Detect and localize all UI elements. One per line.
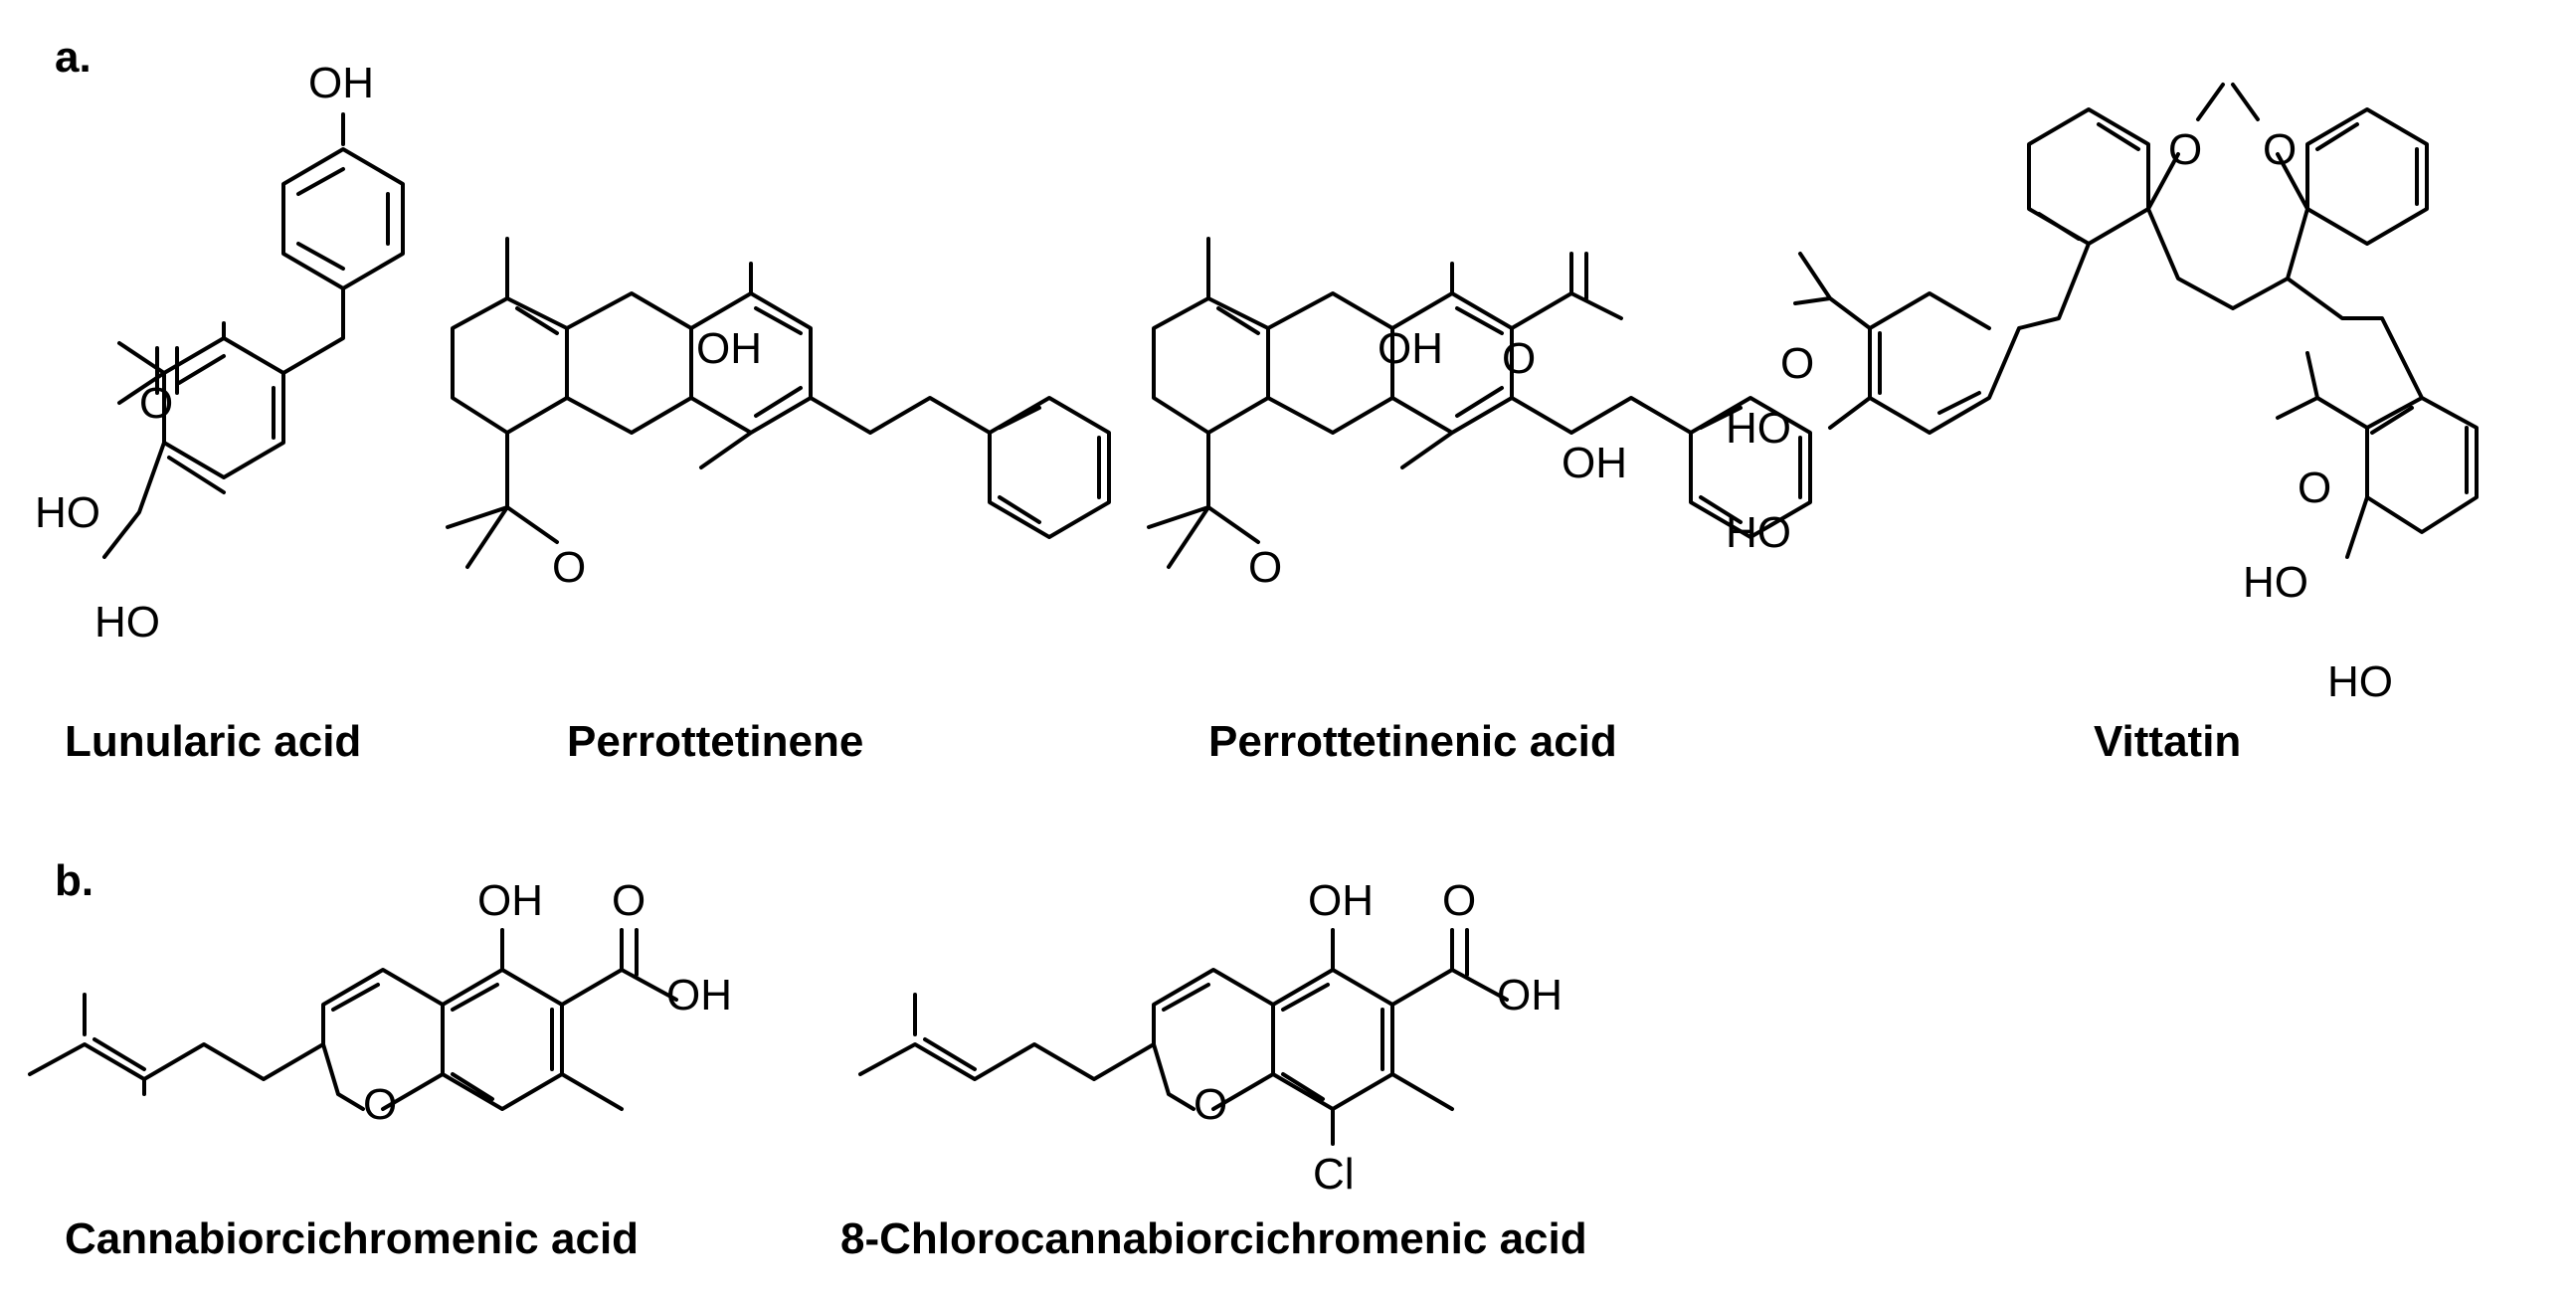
caption-perrottetinene: Perrottetinene: [567, 717, 863, 766]
caption-perrottetinenic-acid: Perrottetinenic acid: [1208, 717, 1617, 766]
chlorocannabiorcichromenic-acid-structure: OH O OH O Cl 8-Chlorocannabiorcichromeni…: [840, 876, 1587, 1263]
vittatin-carbonyl-o-left: O: [1780, 339, 1814, 388]
vittatin-o-left: O: [2168, 125, 2202, 174]
vittatin-o-right: O: [2263, 125, 2297, 174]
chloro-cbcra-phenol-oh: OH: [1308, 876, 1374, 925]
perrottetinene-ring-o: O: [552, 543, 586, 592]
perrottetinene-oh: OH: [696, 324, 762, 373]
chloro-cbcra-cl: Cl: [1313, 1150, 1355, 1199]
cannabiorcichromenic-acid-structure: OH O OH O Cannabiorcichromenic acid: [28, 876, 732, 1263]
caption-lunularic-acid: Lunularic acid: [65, 717, 361, 766]
cbcra-ring-o: O: [363, 1080, 397, 1129]
lunularic-oh-top: OH: [308, 59, 374, 107]
vittatin-carbonyl-o-right: O: [2298, 463, 2331, 512]
vittatin-structure: O O HO O HO O HO HO Vittatin: [1726, 83, 2479, 766]
cbcra-carbonyl-o: O: [612, 876, 645, 925]
panel-label-a: a.: [55, 33, 92, 82]
lunularic-carboxyl-ho: HO: [35, 488, 100, 537]
perrottetinenic-carbonyl-o: O: [1502, 334, 1536, 383]
vittatin-phenol-ho-left: HO: [1726, 508, 1791, 557]
chloro-cbcra-carbonyl-o: O: [1442, 876, 1476, 925]
vittatin-carboxyl-ho-right: HO: [2243, 558, 2308, 607]
caption-vittatin: Vittatin: [2094, 717, 2241, 766]
cbcra-carboxyl-oh: OH: [666, 971, 732, 1019]
perrottetinenic-acid-structure: OH O OH O Perrottetinenic acid: [1147, 237, 1812, 766]
caption-cannabiorcichromenic-acid: Cannabiorcichromenic acid: [65, 1214, 639, 1263]
cbcra-phenol-oh: OH: [477, 876, 543, 925]
perrottetinene-structure: OH O Perrottetinene: [446, 237, 1111, 766]
caption-8-chlorocannabiorcichromenic-acid: 8-Chlorocannabiorcichromenic acid: [840, 1214, 1587, 1263]
perrottetinenic-ring-o: O: [1248, 543, 1282, 592]
chloro-cbcra-ring-o: O: [1194, 1080, 1227, 1129]
lunularic-acid-structure: OH O HO HO Lunularic acid: [35, 59, 405, 766]
perrottetinenic-phenol-oh: OH: [1378, 324, 1443, 373]
lunularic-phenol-ho: HO: [94, 598, 160, 647]
vittatin-phenol-ho-right: HO: [2327, 657, 2393, 706]
chloro-cbcra-carboxyl-oh: OH: [1497, 971, 1563, 1019]
perrottetinenic-carboxyl-oh: OH: [1562, 439, 1627, 487]
lunularic-carbonyl-o: O: [139, 379, 173, 428]
vittatin-carboxyl-ho-left: HO: [1726, 404, 1791, 453]
panel-label-b: b.: [55, 856, 93, 905]
